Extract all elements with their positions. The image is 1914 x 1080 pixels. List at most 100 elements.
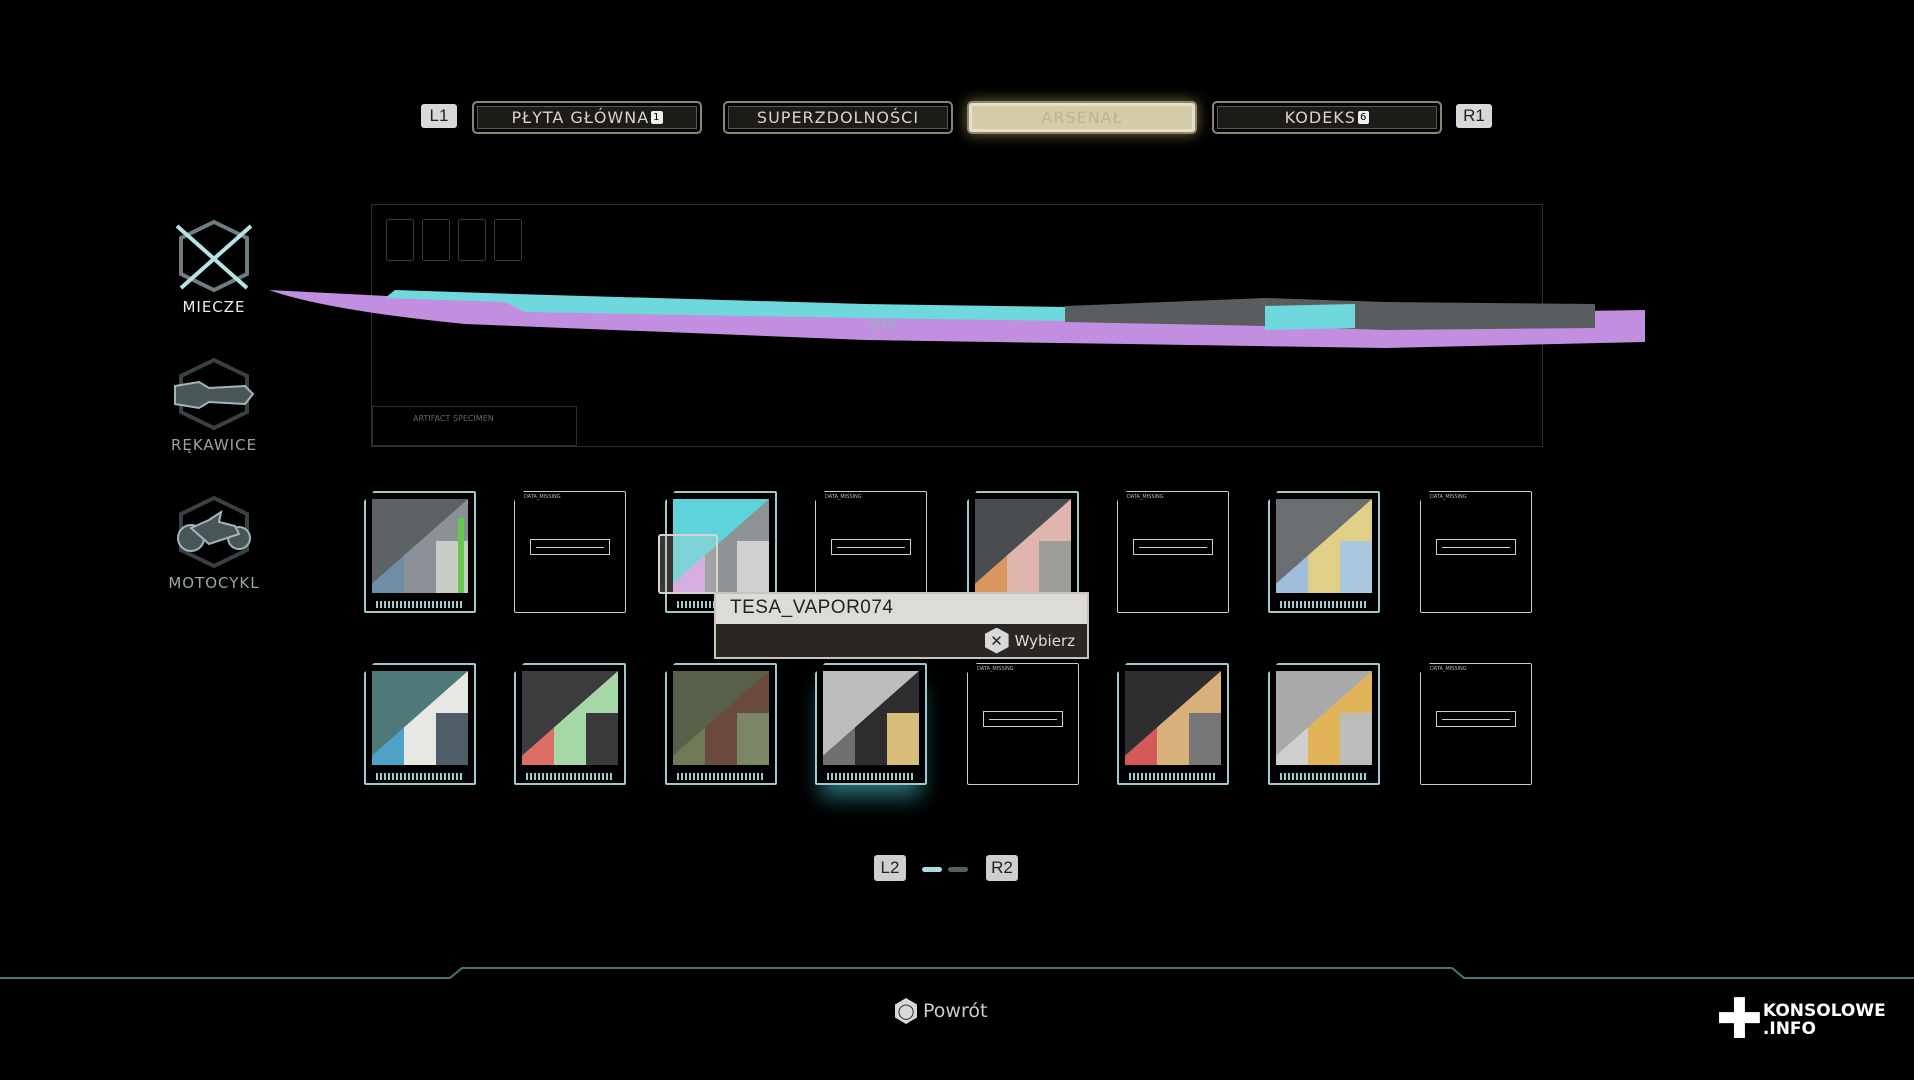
tile-comb <box>376 773 464 780</box>
tab-label: KODEKS <box>1284 108 1356 127</box>
motorcycle-icon <box>177 495 251 569</box>
tile-frame <box>1420 491 1532 613</box>
page-indicator[interactable] <box>948 867 968 872</box>
tile-frame <box>1268 491 1380 613</box>
gauntlet-icon <box>174 357 255 431</box>
skin-swatch <box>522 671 618 765</box>
select-label: Wybierz <box>1014 631 1075 650</box>
skin-name: TESA_VAPOR074 <box>716 594 1087 624</box>
tile-frame <box>665 663 777 785</box>
skin-tile-missing[interactable]: DATA_MISSING <box>1420 491 1532 613</box>
sword-image: 074 <box>269 290 1645 348</box>
tab-label: ARSENAŁ <box>1041 108 1123 127</box>
l1-button[interactable]: L1 <box>421 104 457 128</box>
selection-cursor <box>658 534 718 594</box>
r2-button[interactable]: R2 <box>986 855 1018 881</box>
tile-frame <box>1268 663 1380 785</box>
notification-badge: 1 <box>651 111 663 124</box>
tile-frame <box>514 663 626 785</box>
tile-frame <box>1117 663 1229 785</box>
category-rekawice[interactable]: RĘKAWICE <box>164 356 264 454</box>
tile-comb <box>376 601 464 608</box>
watermark-logo: ✚ KONSOLOWE .INFO <box>1716 987 1886 1052</box>
attachment-slot <box>386 219 414 261</box>
cross-button-icon: ✕ <box>984 627 1009 654</box>
skin-tooltip: TESA_VAPOR074 ✕ Wybierz <box>714 592 1089 659</box>
skin-tile-equipped[interactable] <box>815 663 927 785</box>
artifact-specimen-label: ARTIFACT SPECIMEN <box>372 406 577 446</box>
tile-frame <box>364 663 476 785</box>
select-action[interactable]: ✕ Wybierz <box>716 624 1087 657</box>
skin-swatch <box>1276 671 1372 765</box>
placeholder-bar <box>530 539 610 555</box>
skin-swatch <box>372 671 468 765</box>
category-label: RĘKAWICE <box>170 436 258 454</box>
r1-button[interactable]: R1 <box>1456 104 1492 128</box>
tab-label: SUPERZDOLNOŚCI <box>756 108 920 127</box>
tab-arsenal[interactable]: ARSENAŁ <box>967 101 1197 134</box>
plus-icon: ✚ <box>1716 987 1763 1052</box>
skin-tile[interactable] <box>514 663 626 785</box>
data-missing-label: DATA_MISSING <box>825 494 862 500</box>
specimen-title: ARTIFACT SPECIMEN <box>413 413 494 423</box>
skin-tile[interactable] <box>1117 663 1229 785</box>
l2-button[interactable]: L2 <box>874 855 906 881</box>
attachment-slot <box>458 219 486 261</box>
data-missing-label: DATA_MISSING <box>524 494 561 500</box>
circle-button-icon: ◯ <box>895 998 917 1024</box>
skin-tile-missing[interactable]: DATA_MISSING <box>514 491 626 613</box>
skin-tile-missing[interactable]: DATA_MISSING <box>1420 663 1532 785</box>
data-missing-label: DATA_MISSING <box>1127 494 1164 500</box>
placeholder-bar <box>1436 539 1516 555</box>
category-label: MOTOCYKL <box>168 574 260 592</box>
skin-tile[interactable] <box>364 491 476 613</box>
category-motocykl[interactable]: MOTOCYKL <box>164 494 264 592</box>
attachment-slot <box>422 219 450 261</box>
watermark-line1: KONSOLOWE <box>1762 1001 1886 1021</box>
tile-comb <box>1280 773 1368 780</box>
skin-swatch <box>975 499 1071 593</box>
skin-tile[interactable] <box>364 663 476 785</box>
skin-tile-missing[interactable]: DATA_MISSING <box>967 663 1079 785</box>
skin-tile-missing[interactable]: DATA_MISSING <box>1117 491 1229 613</box>
back-button[interactable]: ◯ Powrót <box>895 998 987 1024</box>
watermark-line2: .INFO <box>1762 1019 1816 1039</box>
skin-tile[interactable] <box>967 491 1079 613</box>
attachment-slot <box>494 219 522 261</box>
placeholder-bar <box>831 539 911 555</box>
tile-frame <box>1420 663 1532 785</box>
data-missing-label: DATA_MISSING <box>1430 494 1467 500</box>
skin-swatch <box>372 499 468 593</box>
tile-comb <box>1129 773 1217 780</box>
skin-swatch <box>823 671 919 765</box>
skin-tile[interactable] <box>1268 491 1380 613</box>
data-missing-label: DATA_MISSING <box>977 666 1014 672</box>
tile-comb <box>827 773 915 780</box>
category-label: MIECZE <box>182 298 246 316</box>
tile-frame <box>815 663 927 785</box>
tab-label: PŁYTA GŁÓWNA <box>511 108 650 127</box>
attachment-slots <box>386 219 522 261</box>
skin-swatch <box>1125 671 1221 765</box>
category-miecze[interactable]: MIECZE <box>164 218 264 316</box>
tile-comb <box>677 773 765 780</box>
placeholder-bar <box>1133 539 1213 555</box>
footer-divider <box>0 967 1914 979</box>
page-indicator-active[interactable] <box>922 867 942 872</box>
skin-swatch <box>673 499 769 593</box>
placeholder-bar <box>1436 711 1516 727</box>
placeholder-bar <box>983 711 1063 727</box>
back-label: Powrót <box>923 1000 988 1022</box>
tab-superzdolnosci[interactable]: SUPERZDOLNOŚCI <box>723 101 953 134</box>
data-missing-label: DATA_MISSING <box>1430 666 1467 672</box>
skin-tile[interactable] <box>1268 663 1380 785</box>
tile-frame <box>967 663 1079 785</box>
tile-frame <box>1117 491 1229 613</box>
skin-swatch <box>1276 499 1372 593</box>
tile-comb <box>1280 601 1368 608</box>
skin-swatch <box>673 671 769 765</box>
notification-badge: 6 <box>1357 111 1370 124</box>
skin-tile[interactable] <box>665 663 777 785</box>
